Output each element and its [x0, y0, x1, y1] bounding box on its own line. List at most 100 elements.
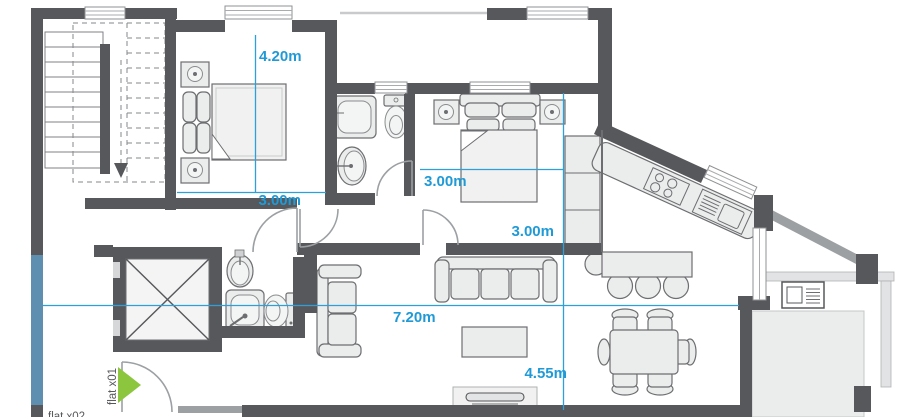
shower-basin-icon: [225, 289, 265, 331]
flat-labels: flat x01 flat x02: [48, 367, 141, 417]
window-bedroom2: [469, 81, 531, 94]
kitchen-counter: [591, 141, 762, 240]
coffee-table: [461, 326, 528, 358]
wall-left-cap: [31, 405, 43, 417]
doors: [121, 160, 459, 413]
pillow: [196, 91, 211, 123]
balcony-side-wall: [880, 280, 892, 388]
stair-treads: [45, 46, 103, 153]
dimension-labels: 4.20m 3.00m 3.00m 3.00m 7.20m 4.55m: [258, 48, 567, 382]
wall-bedroom1-bottom: [85, 198, 297, 209]
wall-bedroom2-top-b: [530, 83, 600, 94]
pillow: [501, 102, 537, 118]
wall-living-left: [304, 243, 317, 313]
elevator-door-notch-1: [113, 262, 120, 278]
wall-bathroom2-bottom: [210, 326, 305, 338]
living-room: [316, 256, 558, 411]
window-kitchen-diagonal: [703, 164, 758, 200]
blanket-fold: [460, 130, 489, 153]
wall-left-shared-blue: [31, 255, 43, 407]
loveseat-icon: [316, 264, 362, 358]
double-bed-2-icon: [433, 93, 566, 203]
wall-right-upper: [598, 20, 612, 130]
flat-x02-label: flat x02: [48, 411, 85, 417]
entry-door-flat-x01: [121, 361, 242, 413]
stair-upper-flight-dashed: [72, 22, 166, 183]
dim-bedroom2-height: 3.00m: [511, 223, 554, 240]
pillow: [182, 122, 197, 154]
wall-bathroom1-right: [404, 94, 415, 196]
wall-stair-bedroom1: [165, 19, 176, 210]
stair-rail: [100, 44, 110, 174]
dim-living-width: 7.20m: [393, 309, 436, 326]
kitchen-sink-icon: [691, 188, 753, 235]
window-top-right: [526, 6, 589, 20]
stove-icon: [642, 167, 691, 206]
wall-top-a: [31, 8, 85, 19]
door-bathroom1: [376, 160, 413, 197]
wall-bathroom2-right: [293, 257, 305, 332]
window-bedroom1: [224, 5, 293, 20]
dim-bedroom2-width: 3.00m: [424, 173, 467, 190]
wardrobe-icon: [564, 135, 601, 247]
stair-flight: [44, 31, 104, 169]
pillow: [502, 118, 536, 132]
entry-arrow-icon: [118, 367, 141, 403]
shower-basin-icon: [326, 95, 377, 139]
walls: [31, 8, 878, 417]
bedroom-1: [180, 61, 287, 184]
wall-bedroom1-top-b: [292, 20, 333, 32]
dim-bedroom1-height: 4.20m: [259, 48, 302, 65]
wall-left-upper: [31, 8, 43, 255]
kitchen-island: [584, 251, 693, 300]
dining-table: [609, 329, 679, 375]
balcony: [751, 209, 895, 417]
pillow: [466, 118, 500, 132]
sink-icon: [226, 249, 254, 288]
flat-x01-label: flat x01: [107, 368, 119, 405]
dimension-lines: [43, 35, 739, 410]
tv-unit-icon: [452, 386, 538, 411]
double-bed-1-icon: [180, 61, 287, 184]
window-balcony-door: [752, 227, 767, 301]
mattress: [211, 83, 287, 161]
wall-top-right-a: [487, 8, 527, 20]
wall-railing-post: [856, 254, 878, 284]
ac-unit-icon: [781, 281, 825, 309]
toilet-icon: [383, 94, 409, 139]
elevator-cross-2: [125, 258, 210, 341]
balcony-floor: [751, 310, 865, 417]
toilet-icon: [263, 292, 297, 330]
wall-bedroom2-top-a: [405, 83, 470, 94]
wall-bathroom1-left: [325, 20, 337, 195]
wall-living-right: [740, 308, 752, 417]
balcony-railing: [765, 209, 865, 266]
mattress: [460, 129, 538, 203]
wall-top-b: [125, 8, 177, 19]
wall-bedroom1-top-a: [175, 20, 225, 32]
kitchen: [584, 141, 762, 300]
island-counter: [601, 251, 693, 278]
pillow: [464, 102, 500, 118]
door-bedroom2: [422, 209, 459, 246]
wall-kitchen-post: [754, 195, 773, 231]
wall-top-right-b: [588, 8, 612, 20]
wall-bathroom1-bottom: [325, 193, 375, 205]
stairwell: [44, 22, 166, 183]
bedroom-2: [433, 93, 601, 247]
stair-direction-arrow-icon: [114, 163, 128, 178]
door-bedroom1: [299, 208, 339, 248]
wall-bottom: [242, 405, 740, 417]
wall-bathroom2-top-left: [94, 245, 113, 257]
sofa-3-seat-icon: [434, 256, 558, 303]
window-bathroom1: [374, 81, 408, 94]
dim-bedroom1-width: 3.00m: [258, 192, 301, 209]
bathroom-2: [225, 249, 297, 331]
blanket-fold: [211, 132, 231, 160]
dim-living-height: 4.55m: [524, 365, 567, 382]
wall-kitchen-diagonal: [594, 121, 707, 183]
dining-area: [597, 308, 697, 396]
wall-bathroom1-top: [325, 83, 375, 94]
